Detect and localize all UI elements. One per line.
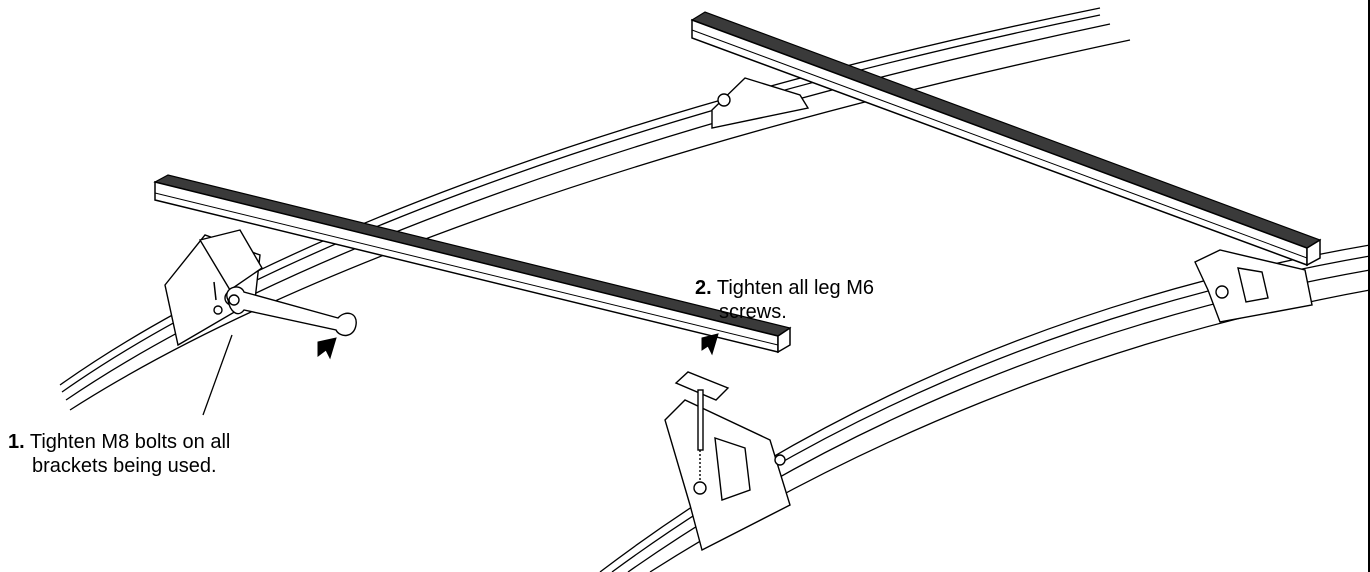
step-1-text-line1: Tighten M8 bolts on all bbox=[29, 431, 231, 453]
step-2-number: 2. bbox=[695, 277, 712, 299]
step-1-instruction: 1. Tighten M8 bolts on all brackets bein… bbox=[8, 430, 328, 478]
front-crossbar bbox=[153, 174, 792, 354]
right-border-line bbox=[1368, 0, 1370, 572]
rear-crossbar bbox=[690, 11, 1322, 267]
rear-right-bracket bbox=[1194, 249, 1313, 323]
front-right-bracket bbox=[664, 399, 791, 552]
step-1-number: 1. bbox=[8, 431, 25, 453]
step1-leader-line bbox=[202, 334, 233, 416]
t-handle-hex-key-icon bbox=[674, 371, 730, 480]
front-left-bracket bbox=[164, 229, 263, 347]
step-2-text-line1: Tighten all leg M6 bbox=[716, 277, 875, 299]
step-2-text-line2: screws. bbox=[719, 301, 787, 323]
step-1-text-line2: brackets being used. bbox=[32, 455, 217, 477]
rotate-arrow-icon bbox=[317, 333, 719, 360]
step-2-instruction: 2. Tighten all leg M6 screws. bbox=[695, 276, 955, 324]
rear-left-bracket bbox=[711, 77, 810, 129]
bolt-arrow bbox=[213, 281, 217, 301]
wrench-icon bbox=[226, 286, 357, 337]
